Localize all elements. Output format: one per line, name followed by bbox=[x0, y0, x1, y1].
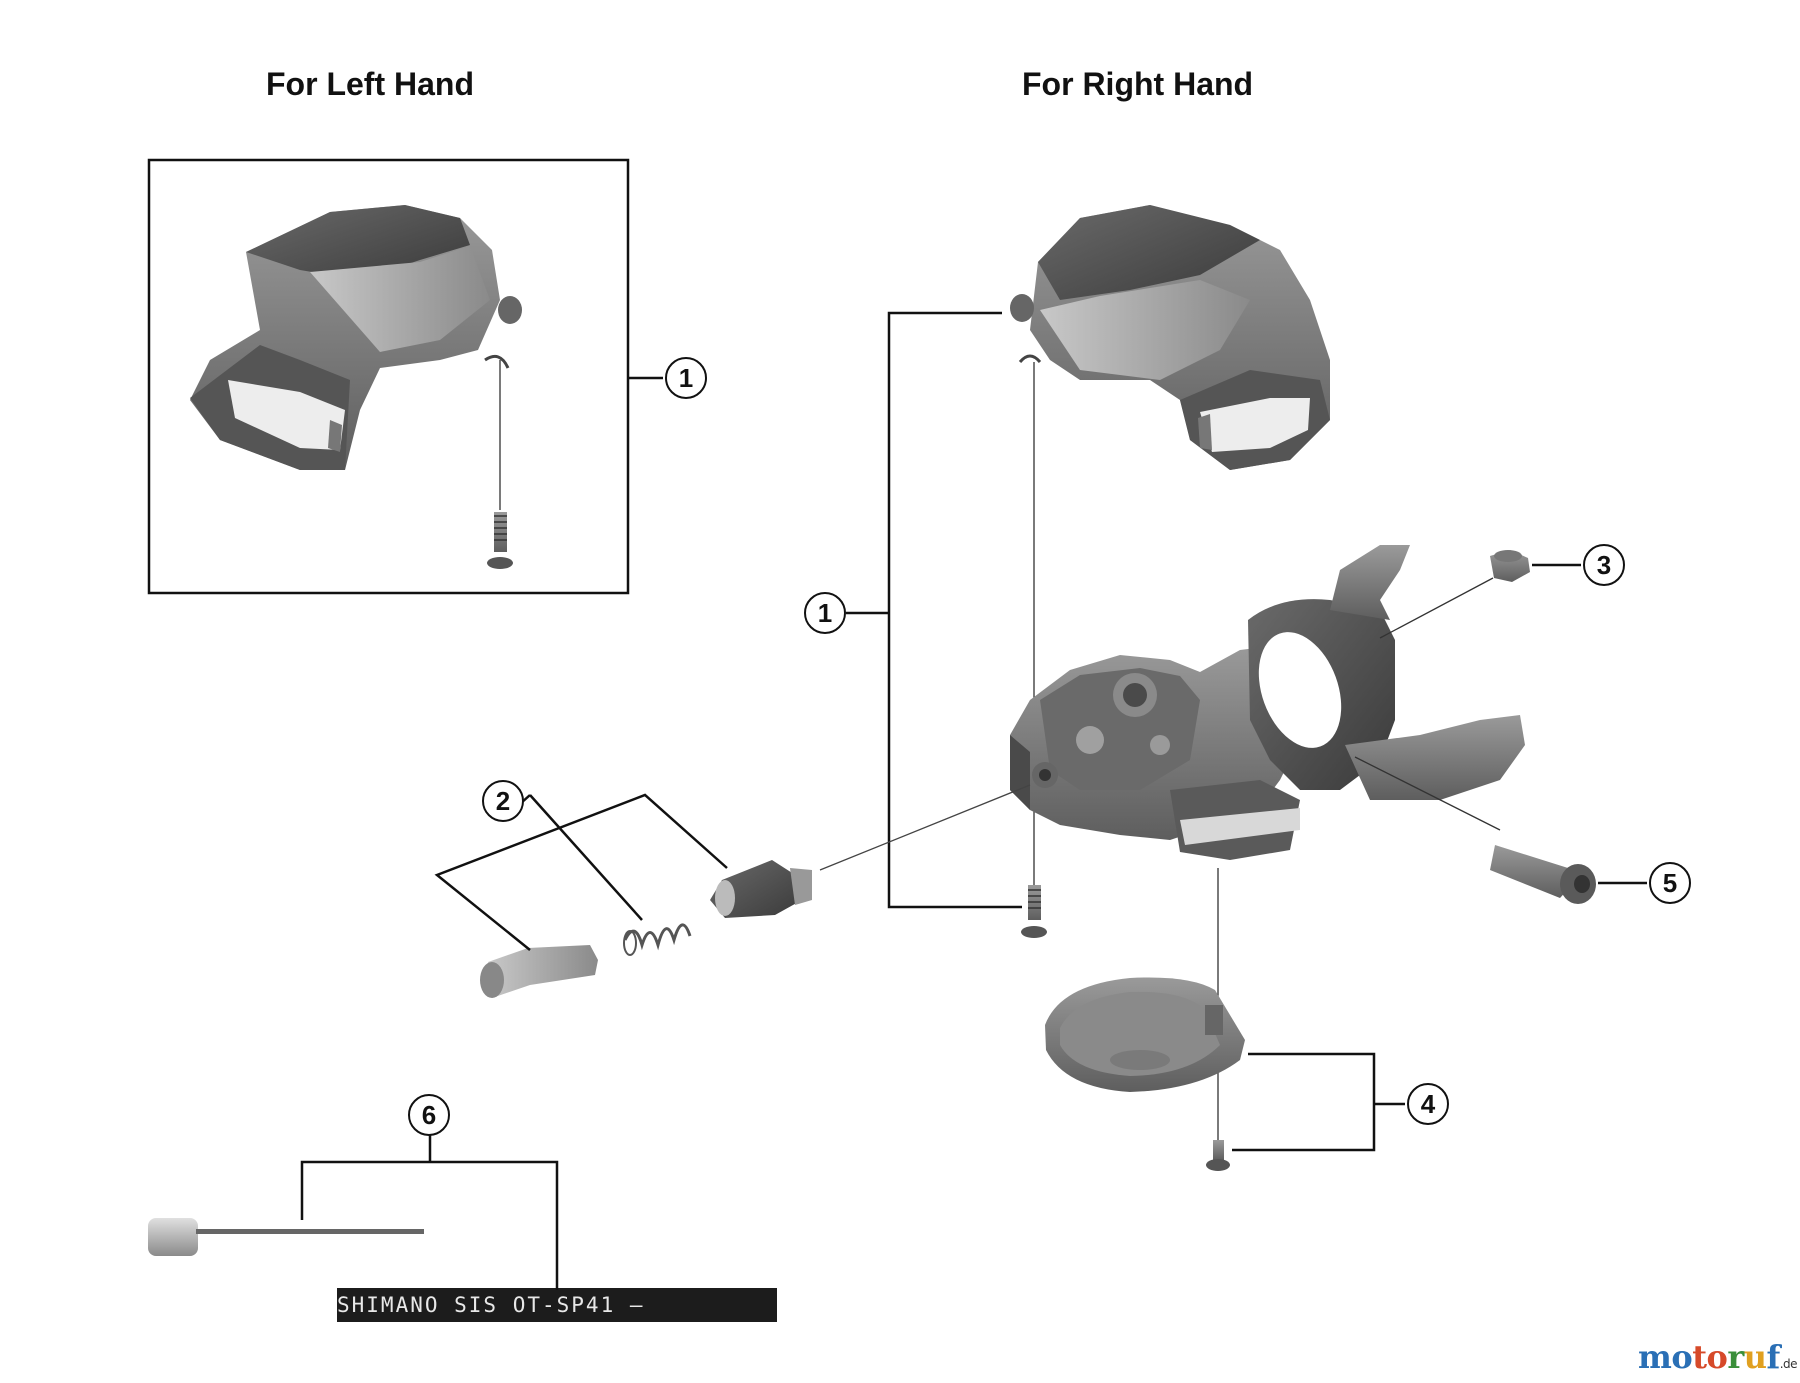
left-hand-heading: For Left Hand bbox=[266, 66, 474, 102]
callout-6: 6 bbox=[408, 1094, 450, 1136]
left-indicator-cover bbox=[190, 205, 522, 470]
left-cover-screw bbox=[487, 512, 513, 569]
main-lever bbox=[1345, 715, 1525, 800]
plug-leader bbox=[1379, 577, 1494, 639]
end-plug bbox=[1490, 550, 1530, 582]
right-part1-bracket bbox=[887, 311, 1022, 909]
callout-2: 2 bbox=[482, 780, 524, 822]
adjuster-sleeve bbox=[480, 945, 598, 998]
right-cover-screw bbox=[1021, 885, 1047, 938]
inner-cable bbox=[148, 1218, 424, 1256]
cable-housing bbox=[337, 1288, 777, 1322]
bolt-leader bbox=[1354, 756, 1501, 831]
part6-bracket bbox=[300, 1134, 559, 1290]
bottom-cover bbox=[1045, 977, 1245, 1092]
callout-4: 4 bbox=[1407, 1083, 1449, 1125]
clamp-bolt bbox=[1490, 845, 1596, 904]
adjuster-spring bbox=[623, 923, 692, 956]
part2-bracket bbox=[434, 793, 728, 951]
bottom-cover-screw bbox=[1206, 1140, 1230, 1171]
release-lever bbox=[1330, 545, 1410, 620]
left-hand-inset-frame bbox=[147, 158, 630, 595]
right-hand-heading: For Right Hand bbox=[1022, 66, 1254, 102]
clamp-band bbox=[1248, 599, 1395, 790]
right-indicator-cover bbox=[1010, 205, 1330, 470]
part4-bracket bbox=[1232, 1052, 1405, 1152]
shifter-main-body bbox=[1010, 645, 1300, 860]
callout-1-left: 1 bbox=[665, 357, 707, 399]
cable-housing-text: SHIMANO SIS OT-SP41 – bbox=[337, 1293, 645, 1317]
watermark-logo: motoruf.de bbox=[1638, 1338, 1798, 1376]
callout-5: 5 bbox=[1649, 862, 1691, 904]
callout-1-right: 1 bbox=[804, 592, 846, 634]
adjuster-bolt bbox=[710, 860, 812, 918]
callout-3: 3 bbox=[1583, 544, 1625, 586]
cable-path-line bbox=[819, 784, 1031, 871]
